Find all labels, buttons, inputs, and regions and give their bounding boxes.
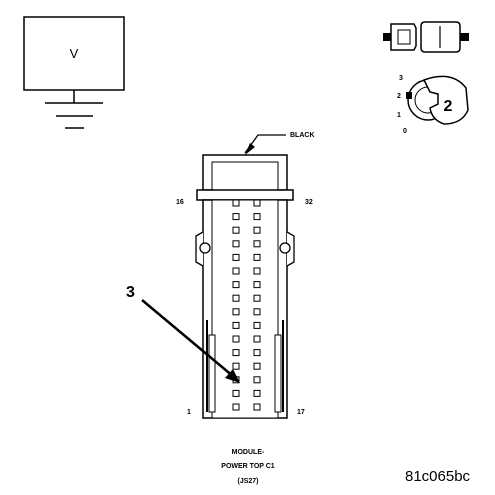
pin-cavity	[253, 389, 261, 397]
pin-cavity	[253, 294, 261, 302]
figure-id: 81c065bc	[405, 468, 471, 485]
voltmeter-symbol: V	[70, 46, 79, 61]
caption-line-3: (JS27)	[237, 478, 258, 485]
pin-cavity	[232, 335, 240, 343]
callout-step-number: 3	[126, 284, 135, 301]
pin-cavity	[253, 321, 261, 329]
pin-cavity	[253, 281, 261, 289]
ignition-position-0: 0	[403, 128, 407, 135]
pin-cavity	[232, 226, 240, 234]
disconnect-connector-icon	[383, 21, 469, 53]
connector-caption: MODULE- POWER TOP C1 (JS27)	[221, 449, 275, 485]
pin-cavity	[253, 267, 261, 275]
pin-cavity	[253, 349, 261, 357]
pin-label-32: 32	[305, 199, 313, 206]
pin-cavity	[232, 267, 240, 275]
ignition-switch-icon: 3 2 1 0 2	[397, 75, 469, 135]
connector-color-label: BLACK	[290, 132, 315, 139]
pin-cavity	[232, 349, 240, 357]
pin-callout: 3	[126, 284, 240, 383]
pin-cavity	[253, 226, 261, 234]
caption-line-2: POWER TOP C1	[221, 463, 275, 470]
pin-cavity	[232, 240, 240, 248]
pin-cavity	[253, 213, 261, 221]
pin-cavity	[232, 321, 240, 329]
pin-cavity	[253, 240, 261, 248]
pin-cavity	[232, 294, 240, 302]
pin-cavity	[253, 335, 261, 343]
pin-cavity	[232, 281, 240, 289]
ignition-position-2: 2	[397, 93, 401, 100]
pin-cavity	[232, 253, 240, 261]
pin-label-17: 17	[297, 409, 305, 416]
pin-cavity	[253, 253, 261, 261]
color-leader: BLACK	[244, 132, 315, 155]
pin-cavity	[253, 362, 261, 370]
pin-cavity	[232, 362, 240, 370]
ground-icon	[45, 102, 103, 129]
pin-label-1: 1	[187, 409, 191, 416]
pin-cavities	[232, 199, 261, 411]
pin-cavity	[232, 199, 240, 207]
pin-cavity	[232, 403, 240, 411]
pin-cavity	[232, 389, 240, 397]
ignition-position-1: 1	[397, 112, 401, 119]
ignition-step-number: 2	[444, 98, 453, 115]
pin-cavity	[253, 308, 261, 316]
pin-cavity	[232, 308, 240, 316]
ignition-position-3: 3	[399, 75, 403, 82]
pin-cavity	[253, 403, 261, 411]
pin-cavity	[253, 199, 261, 207]
pin-label-16: 16	[176, 199, 184, 206]
pin-cavity	[232, 213, 240, 221]
pin-cavity	[253, 376, 261, 384]
caption-line-1: MODULE-	[232, 449, 265, 456]
voltmeter-icon: V	[23, 16, 125, 129]
connector-body	[195, 154, 295, 419]
